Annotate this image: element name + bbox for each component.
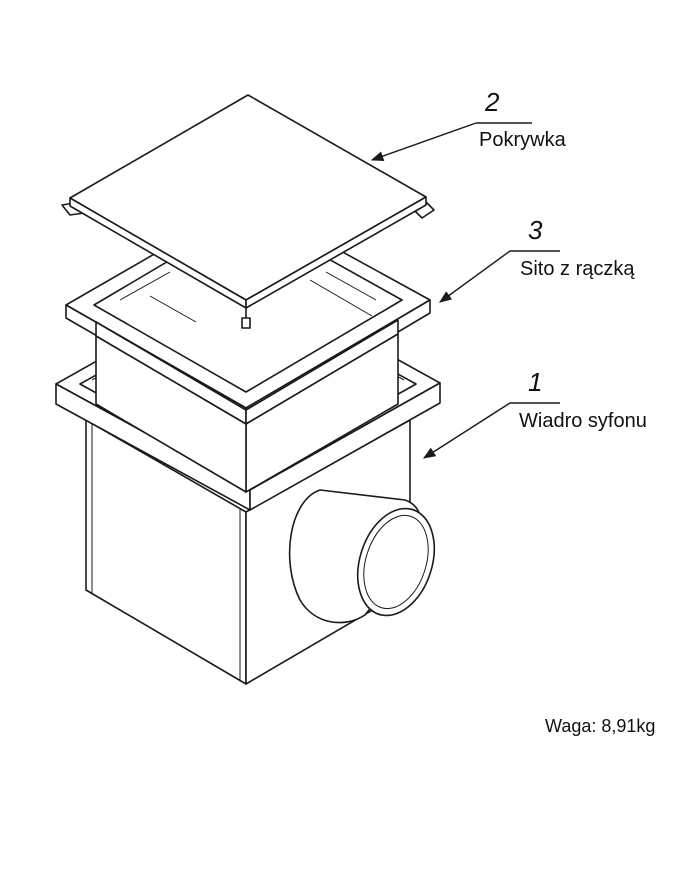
cover-lid [61,94,435,309]
callout-lid: 2 Pokrywka [370,87,567,161]
callout-label: Wiadro syfonu [519,410,647,432]
weight-note: Waga: 8,91kg [545,716,656,736]
callout-sieve: 3 Sito z rączką [438,215,635,303]
callout-number: 2 [484,87,500,117]
callout-label: Sito z rączką [520,258,635,280]
callout-label: Pokrywka [479,129,567,151]
outlet-pipe [288,489,436,624]
callout-number: 3 [528,215,543,245]
callout-number: 1 [528,367,542,397]
callout-bucket: 1 Wiadro syfonu [422,367,647,459]
